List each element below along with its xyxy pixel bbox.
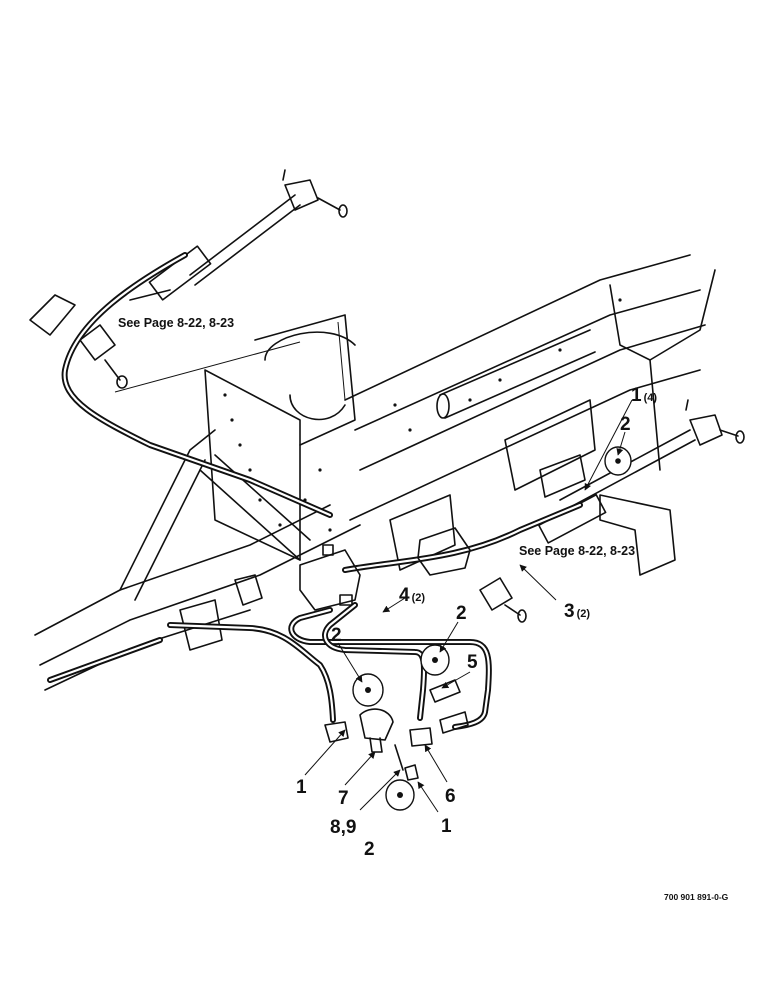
callout-2-left: 2 — [331, 625, 342, 646]
callout-2-mid: 2 — [456, 603, 467, 624]
valve-block-icon — [299, 527, 471, 611]
hose-icon — [47, 602, 492, 730]
callout-1-bottom-left: 1 — [296, 777, 307, 798]
drawing-code: 700 901 891-0-G — [664, 892, 729, 902]
callout-1-bottom: 1 — [441, 816, 452, 837]
frame-structure — [34, 254, 716, 691]
cylinder-right-assembly — [342, 399, 745, 623]
callout-5: 5 — [467, 652, 478, 673]
callout-1-top-qty: (4) — [644, 392, 658, 404]
callout-6: 6 — [445, 786, 456, 807]
reference-note-top-left: See Page 8-22, 8-23 — [118, 316, 234, 330]
svg-text:1(4): 1(4) — [631, 385, 657, 406]
callout-4: 4 — [399, 585, 410, 606]
callout-7: 7 — [338, 788, 349, 809]
svg-text:3(2): 3(2) — [564, 601, 590, 622]
callout-3-qty: (2) — [577, 608, 591, 620]
washer-icon — [352, 446, 632, 811]
cylinder-left-assembly — [29, 169, 348, 518]
callout-3: 3 — [564, 601, 575, 622]
callout-2-bottom: 2 — [364, 839, 375, 860]
elbow-fitting-icon — [324, 679, 469, 781]
callout-8-9: 8,9 — [330, 817, 356, 838]
leader-arrow-icon — [114, 321, 633, 813]
svg-text:4(2): 4(2) — [399, 585, 425, 606]
callout-4-qty: (2) — [412, 592, 426, 604]
callout-2-top: 2 — [620, 414, 631, 435]
reference-note-right: See Page 8-22, 8-23 — [519, 544, 635, 558]
callout-1-top: 1 — [631, 385, 642, 406]
